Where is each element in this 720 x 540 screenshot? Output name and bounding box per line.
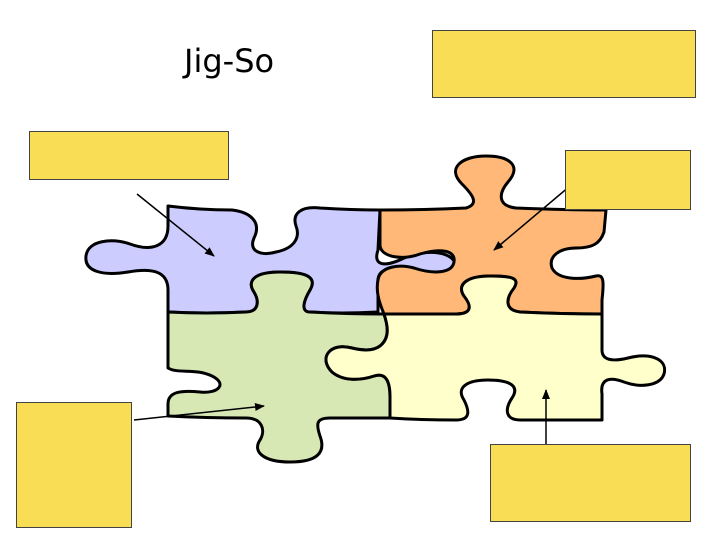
label-box-right [565,150,691,210]
puzzle-piece-yellow [324,274,667,422]
arrow-right [493,185,571,251]
arrow-top-left [136,193,215,257]
arrow-bottom-left [133,402,265,421]
label-box-top-right [432,30,696,98]
label-box-top-left [29,131,229,180]
label-box-bottom-right [490,444,691,522]
page-title: Jig-So [184,42,275,80]
label-box-bottom-left [16,402,132,528]
